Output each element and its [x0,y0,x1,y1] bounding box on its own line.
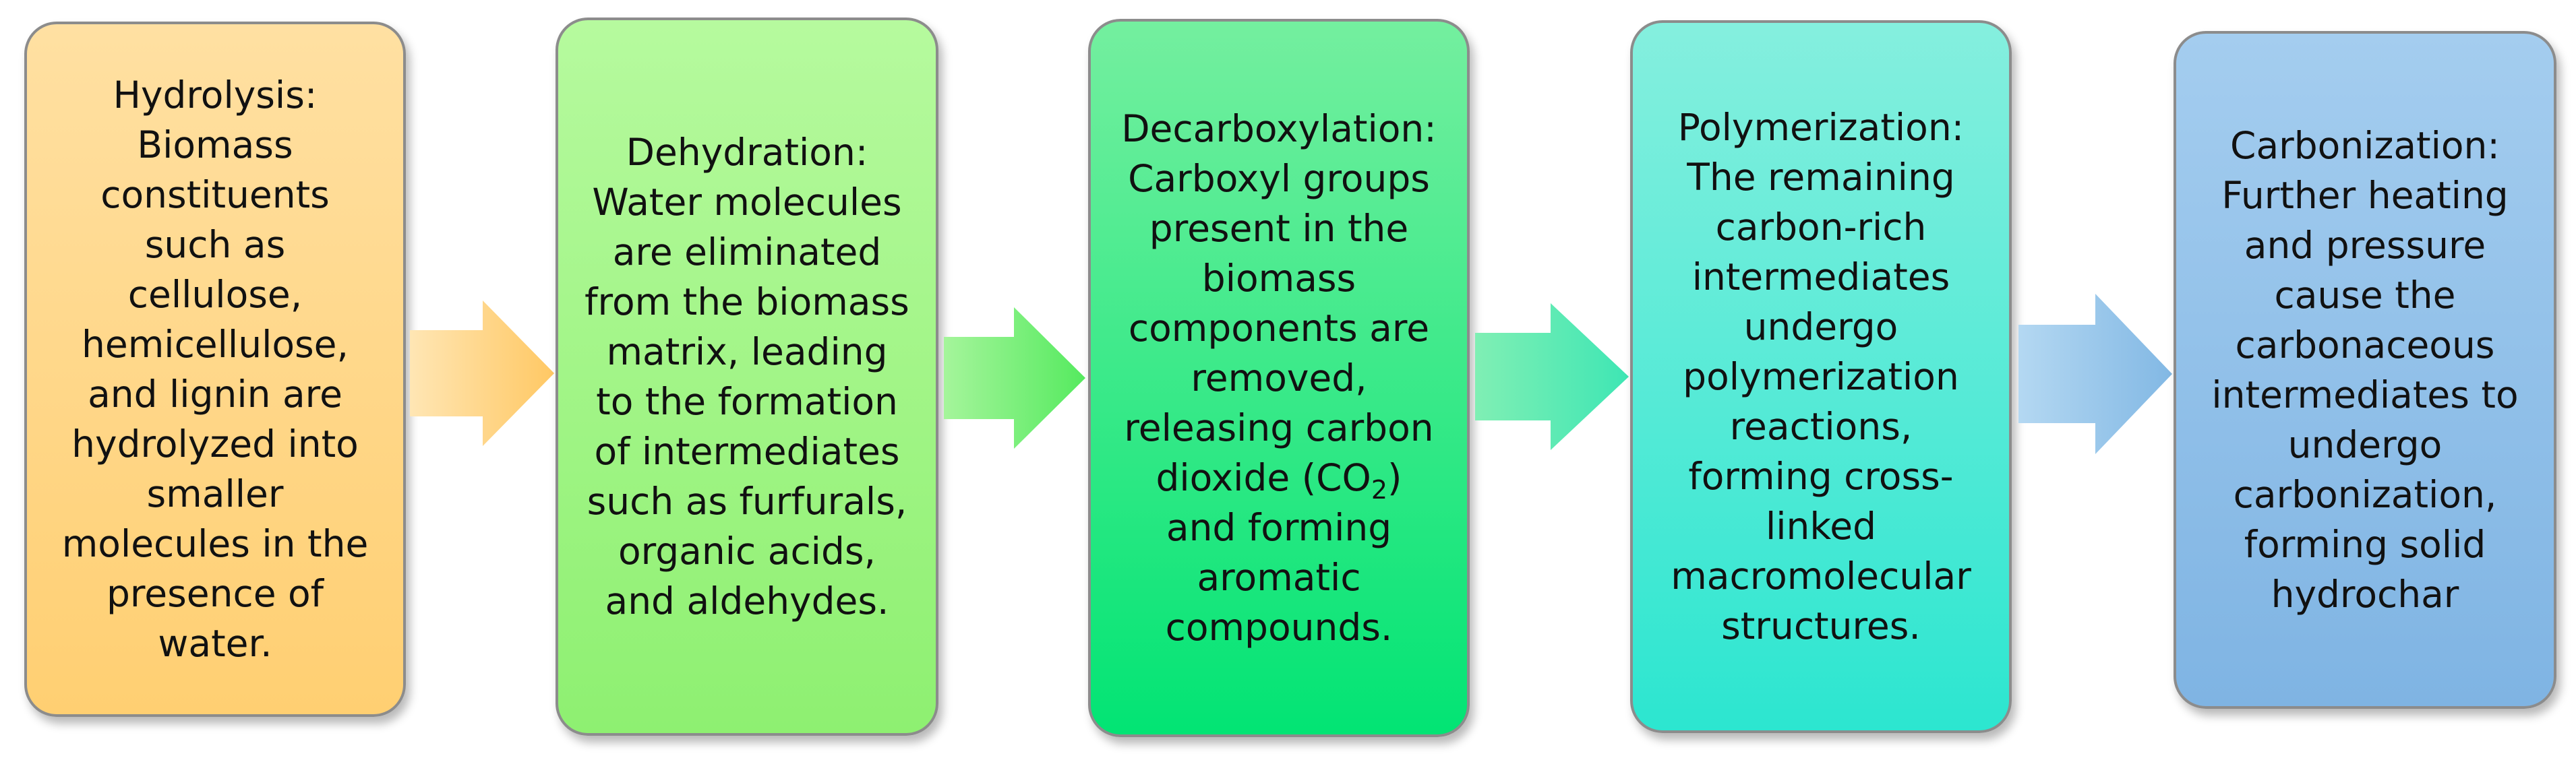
step-decarboxylation-body-part1: Carboxyl groups present in the biomass c… [1124,157,1434,499]
step-dehydration-text: Dehydration: Water molecules are elimina… [584,127,910,626]
step-polymerization-body: The remaining carbon-rich intermediates … [1671,156,1971,648]
step-decarboxylation-box: Decarboxylation: Carboxyl groups present… [1088,19,1470,737]
flow-arrow-1-icon [410,301,554,446]
step-polymerization-box: Polymerization: The remaining carbon-ric… [1630,20,2012,733]
step-decarboxylation-body-part2: ) and forming aromatic compounds. [1165,456,1402,649]
step-polymerization-title: Polymerization: [1677,106,1965,149]
step-carbonization-text: Carbonization: Further heating and press… [2202,121,2528,619]
flow-arrow-4-icon [2018,294,2172,454]
step-carbonization-body: Further heating and pressure cause the c… [2211,174,2519,616]
flow-arrow-3-icon [1475,303,1629,450]
step-carbonization-title: Carbonization: [2230,124,2500,167]
co2-subscript: 2 [1371,475,1388,505]
step-dehydration-body: Water molecules are eliminated from the … [585,181,909,623]
step-hydrolysis-text: Hydrolysis: Biomass constituents such as… [53,70,378,668]
step-polymerization-text: Polymerization: The remaining carbon-ric… [1658,102,1983,651]
flow-arrow-2-icon [944,307,1085,449]
step-dehydration-title: Dehydration: [626,131,868,174]
step-hydrolysis-box: Hydrolysis: Biomass constituents such as… [24,22,406,717]
step-hydrolysis-title: Hydrolysis: [113,73,318,117]
step-decarboxylation-text: Decarboxylation: Carboxyl groups present… [1116,104,1441,652]
step-hydrolysis-body: Biomass constituents such as cellulose, … [61,123,369,665]
step-decarboxylation-title: Decarboxylation: [1121,107,1437,150]
step-carbonization-box: Carbonization: Further heating and press… [2174,31,2556,709]
step-dehydration-box: Dehydration: Water molecules are elimina… [556,18,938,736]
